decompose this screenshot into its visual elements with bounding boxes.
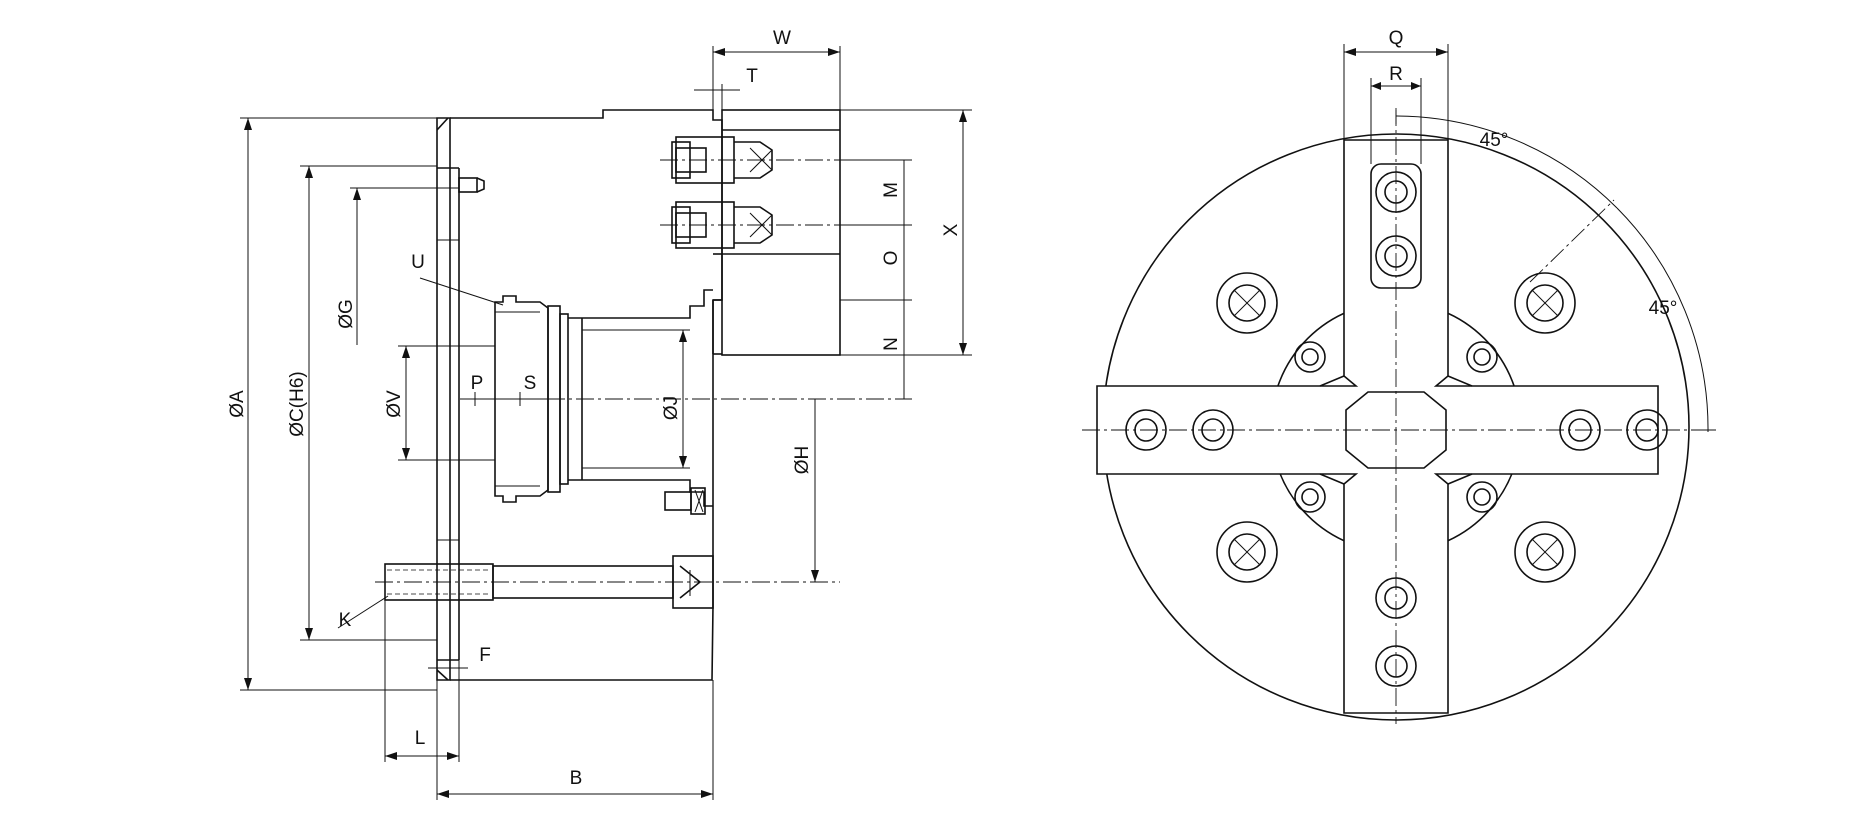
chuck-body: [436, 109, 723, 681]
dim-label-x: X: [941, 223, 962, 236]
front-dimensions: [1343, 44, 1716, 433]
dim-label-v: ØV: [384, 390, 405, 418]
dim-label-n: N: [881, 337, 902, 351]
dim-label-h: ØH: [792, 446, 813, 475]
hub-bolts: [1294, 341, 1498, 513]
jaw-screw-upper: [660, 136, 840, 184]
dim-label-s: S: [524, 373, 537, 394]
locating-pin: [458, 177, 485, 193]
dim-label-m: M: [881, 182, 902, 198]
small-screw: [664, 487, 706, 515]
dimensions: [240, 46, 972, 800]
angle-label-top: 45°: [1480, 130, 1509, 151]
dim-label-k: K: [339, 610, 352, 631]
chuck-front-view: Q R 45° 45°: [1082, 28, 1716, 724]
dim-label-r: R: [1389, 64, 1403, 85]
dim-label-u: U: [411, 252, 425, 273]
mounting-bolt: [375, 555, 840, 609]
dim-label-f: F: [479, 645, 491, 666]
dim-label-l: L: [415, 728, 426, 749]
face-bolt-holes: [1216, 272, 1576, 583]
dim-label-o: O: [881, 251, 902, 266]
angle-label-side: 45°: [1649, 298, 1678, 319]
dim-label-a: ØA: [227, 390, 248, 418]
dim-label-p: P: [471, 373, 484, 394]
dim-label-g: ØG: [336, 299, 357, 329]
jaw-screw-lower: [660, 201, 840, 249]
front-centerlines: [1082, 108, 1712, 724]
dim-label-j: ØJ: [661, 396, 682, 420]
dim-label-b: B: [570, 768, 583, 789]
dim-label-w: W: [773, 28, 791, 49]
chuck-side-view: ØA ØC(H6) ØG ØV ØJ ØH U P S K F L B T W …: [227, 28, 972, 800]
dim-label-c: ØC(H6): [287, 371, 308, 436]
jaw-cross: [1096, 139, 1659, 714]
threaded-studs: [675, 147, 707, 238]
dim-label-q: Q: [1389, 28, 1404, 49]
jaw-block: [712, 109, 841, 356]
dim-label-t: T: [746, 66, 758, 87]
jaw-center-pocket: [1319, 375, 1473, 485]
